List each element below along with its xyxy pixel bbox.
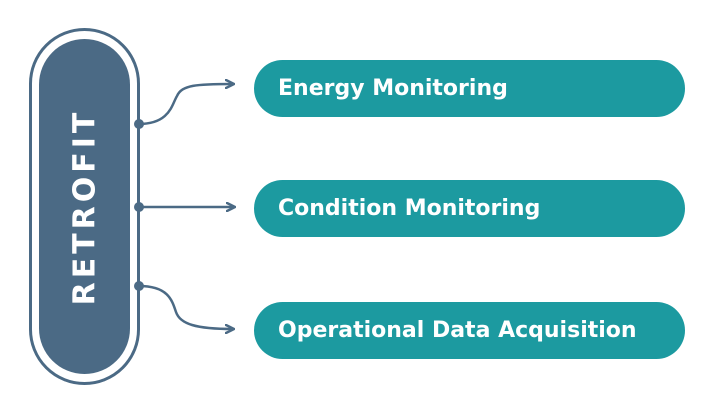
condition-monitoring-pill: Condition Monitoring: [254, 180, 685, 237]
connector-energy-monitoring: [134, 84, 233, 129]
connector-arrow-1: [138, 84, 233, 126]
connector-arrow-3: [138, 284, 233, 329]
retrofit-capsule: [39, 39, 130, 374]
energy-monitoring-pill: Energy Monitoring: [254, 60, 685, 117]
connector-operational-data-acquisition: [134, 281, 233, 329]
connector-condition-monitoring: [134, 202, 234, 212]
operational-data-acquisition-pill: Operational Data Acquisition: [254, 302, 685, 359]
